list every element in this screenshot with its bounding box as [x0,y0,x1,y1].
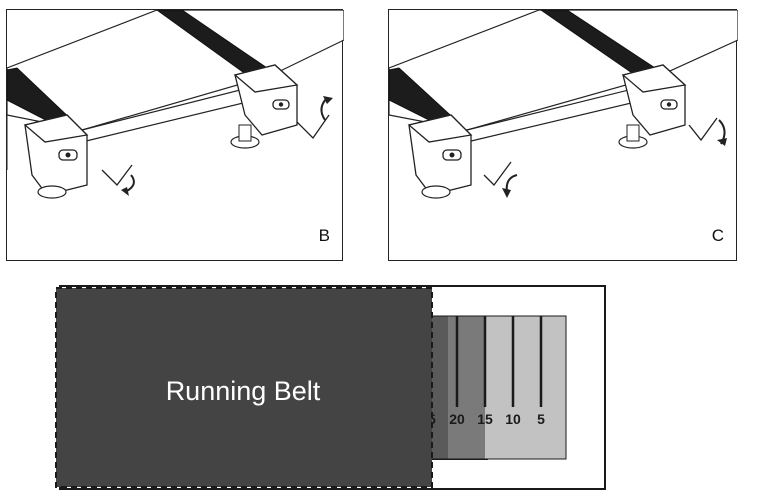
panel-letter-b: B [318,226,330,245]
belt-alignment-svg: 252015105 Running Belt [55,285,606,490]
allen-key-icon [101,114,330,186]
right-end-cap [618,64,687,149]
running-belt-block [55,287,433,488]
left-end-cap [23,114,89,199]
scale-label-15: 15 [477,411,493,427]
allen-key-icon [483,117,718,186]
treadmill-rear-illustration-c [389,10,738,199]
panel-b: B [6,9,344,261]
scale-label-10: 10 [505,411,521,427]
treadmill-rear-illustration-b [7,10,344,199]
scale-label-20: 20 [449,411,465,427]
scale-label-5: 5 [537,411,545,427]
running-belt-label: Running Belt [166,376,321,406]
panel-letter-c: C [711,226,724,245]
rotate-arrow-icon [502,119,727,198]
panel-c: C [388,9,738,261]
belt-alignment-diagram: 252015105 Running Belt [48,283,608,495]
scale-zone-light [485,316,566,459]
rotate-arrow-icon [121,96,333,196]
left-end-cap [407,114,473,199]
right-end-cap [230,64,299,149]
